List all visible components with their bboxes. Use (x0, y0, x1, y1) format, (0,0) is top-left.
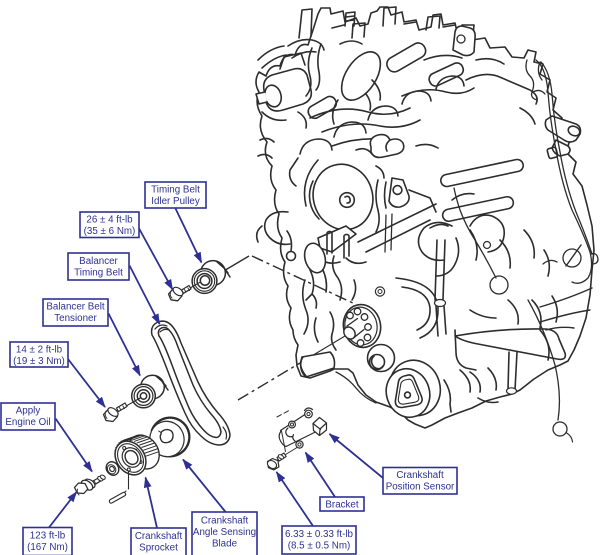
svg-text:Angle Sensing: Angle Sensing (193, 527, 256, 538)
svg-text:Idler Pulley: Idler Pulley (151, 196, 200, 207)
svg-text:Balancer: Balancer (79, 256, 118, 267)
svg-text:(19 ± 3 Nm): (19 ± 3 Nm) (13, 356, 65, 367)
svg-text:Crankshaft: Crankshaft (396, 470, 444, 481)
svg-text:Sprocket: Sprocket (139, 543, 178, 554)
svg-text:(8.5 ± 0.5 Nm): (8.5 ± 0.5 Nm) (288, 541, 351, 552)
svg-text:Crankshaft: Crankshaft (201, 515, 249, 526)
svg-text:Apply: Apply (16, 406, 41, 417)
svg-text:Tensioner: Tensioner (54, 313, 97, 324)
svg-text:Balancer Belt: Balancer Belt (46, 302, 105, 313)
svg-text:(35 ± 6 Nm): (35 ± 6 Nm) (84, 226, 136, 237)
svg-text:Crankshaft: Crankshaft (135, 531, 183, 542)
svg-text:14 ± 2 ft-lb: 14 ± 2 ft-lb (16, 344, 63, 355)
svg-text:26 ± 4 ft-lb: 26 ± 4 ft-lb (86, 215, 133, 226)
svg-text:Bracket: Bracket (325, 500, 358, 511)
svg-text:6.33 ± 0.33 ft-lb: 6.33 ± 0.33 ft-lb (285, 529, 354, 540)
svg-text:(167 Nm): (167 Nm) (27, 542, 68, 553)
svg-text:Engine Oil: Engine Oil (5, 417, 50, 428)
svg-text:123 ft-lb: 123 ft-lb (30, 531, 66, 542)
svg-text:Blade: Blade (212, 538, 238, 549)
svg-text:Timing Belt: Timing Belt (74, 268, 123, 279)
svg-text:Timing Belt: Timing Belt (151, 185, 200, 196)
svg-text:Position Sensor: Position Sensor (386, 482, 455, 493)
